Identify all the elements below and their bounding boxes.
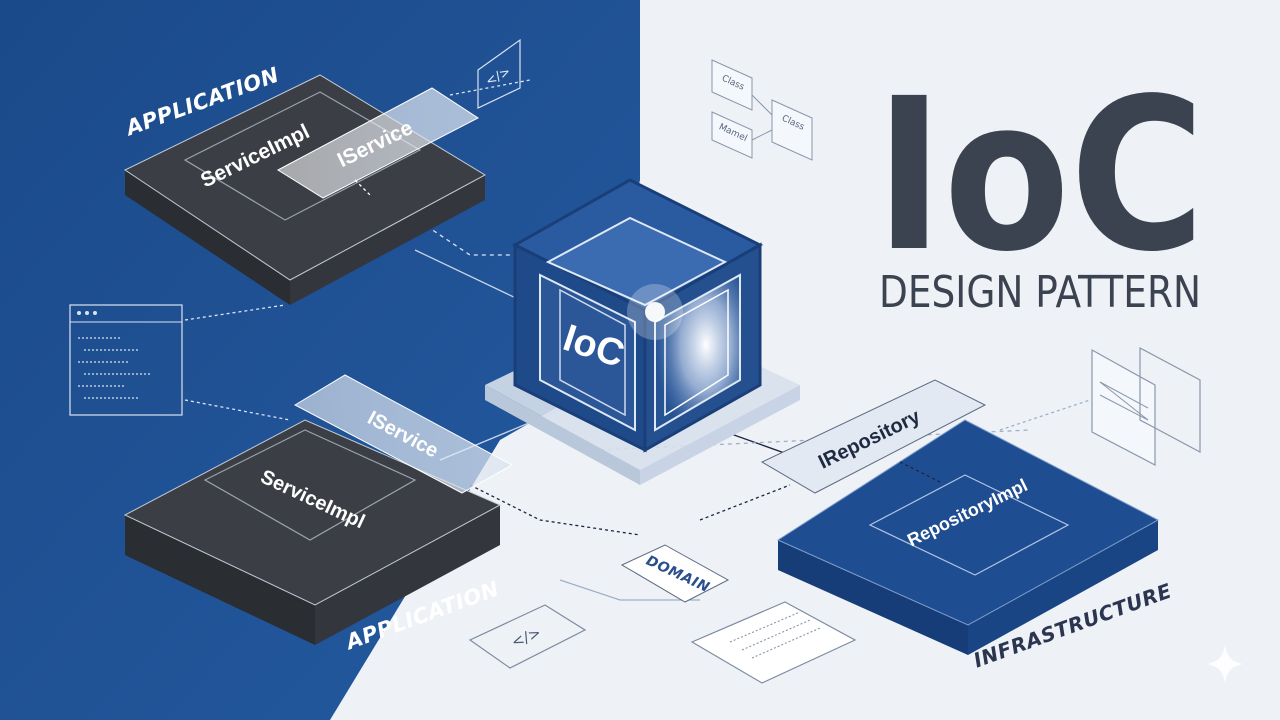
subtitle: DESIGN PATTERN: [879, 267, 1201, 318]
browser-window-icon: [1091, 347, 1201, 466]
main-title: IoC: [875, 53, 1205, 298]
browser-window-icon: [690, 601, 857, 684]
sparkle-icon: [1207, 645, 1243, 683]
browser-window-icon: [69, 304, 183, 416]
ioc-cube: IoC: [511, 178, 764, 453]
domain-tag: DOMAIN: [620, 544, 730, 603]
uml-class-icon: Class Mamel Class: [711, 59, 813, 161]
